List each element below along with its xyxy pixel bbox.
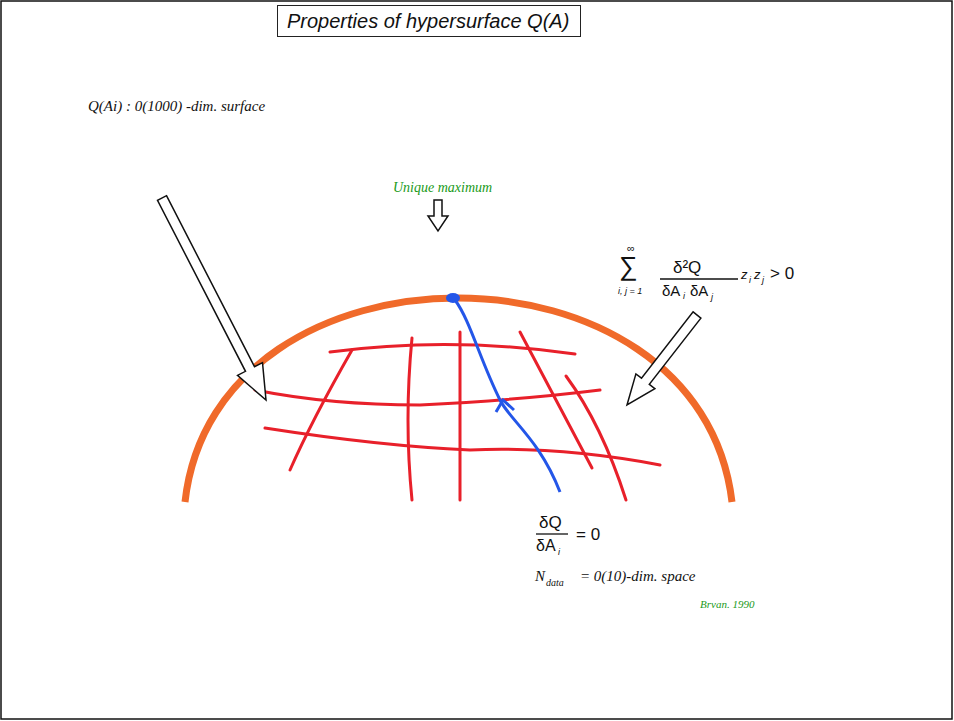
- formula-label: i: [558, 548, 560, 557]
- formula-label: Brvan. 1990: [700, 599, 754, 610]
- slide-title: Properties of hypersurface Q(A): [287, 11, 569, 31]
- formula-label: = 0: [576, 526, 600, 543]
- pointer-arrow: [428, 200, 448, 231]
- formula-label: j: [711, 293, 713, 302]
- formula-label: δA: [662, 283, 680, 298]
- formula-label: Unique maximum: [393, 181, 492, 195]
- pointer-arrow: [627, 312, 701, 405]
- path-arrowhead: [496, 400, 514, 412]
- formula-label: Q(Ai) : 0(1000) -dim. surface: [88, 99, 265, 114]
- formula-label: i, j = 1: [618, 287, 642, 296]
- formula-label: z: [754, 268, 761, 281]
- hypersurface-arc: [185, 298, 732, 502]
- fraction-bar: [660, 278, 738, 279]
- formula-label: δA: [536, 538, 556, 554]
- formula-label: N: [535, 569, 545, 584]
- formula-label: j: [762, 276, 764, 285]
- formula-label: i: [749, 276, 751, 285]
- formula-label: z: [741, 268, 748, 281]
- surface-grid: [255, 332, 660, 500]
- formula-label: δA: [690, 283, 708, 298]
- formula-label: δ²Q: [673, 259, 701, 276]
- formula-label: ∑: [619, 253, 638, 279]
- maximum-dot: [446, 293, 460, 303]
- fraction-bar: [536, 533, 568, 534]
- pointer-arrow: [158, 196, 267, 400]
- formula-label: δQ: [539, 514, 562, 531]
- formula-label: i: [683, 292, 685, 301]
- formula-label: data: [546, 578, 564, 588]
- formula-label: = 0(10)-dim. space: [580, 569, 696, 584]
- formula-label: > 0: [770, 265, 794, 282]
- ascent-path: [455, 300, 560, 492]
